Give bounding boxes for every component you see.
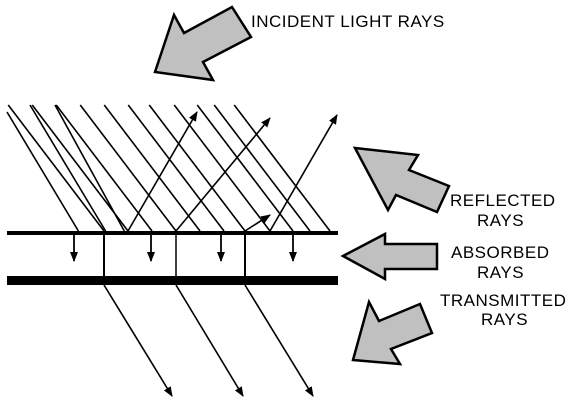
transmitted-label-line1: TRANSMITTED [440, 291, 566, 310]
incident-ray [233, 104, 331, 232]
reflected-ray [244, 214, 271, 232]
absorbed-label-line1: ABSORBED [451, 243, 549, 262]
incident-ray [79, 104, 177, 232]
transmitted-rays [103, 284, 314, 397]
top-surface-line [7, 231, 338, 235]
incident-ray [196, 104, 294, 232]
absorbed-rays [70, 235, 297, 262]
transmitted-ray [103, 284, 173, 397]
reflected-ray [269, 114, 338, 232]
reflected-block-arrow-icon [352, 146, 451, 214]
reflected-label-line1: REFLECTED [450, 191, 556, 210]
reflected-ray [127, 111, 198, 232]
reflected-label-line2: RAYS [477, 211, 524, 230]
incident-ray [6, 111, 80, 232]
transmitted-ray [244, 284, 314, 397]
incident-ray [29, 104, 107, 232]
incident-ray [7, 104, 105, 232]
transmitted-ray [175, 284, 244, 397]
medium-surface [7, 231, 338, 285]
incident-ray [213, 104, 311, 232]
incident-ray [54, 104, 126, 232]
transmitted-label-line2: RAYS [481, 310, 528, 329]
absorbed-label-line2: RAYS [477, 263, 524, 282]
reflected-ray [175, 117, 271, 232]
incident-ray [55, 104, 153, 232]
transmitted-block-arrow-icon [351, 298, 434, 366]
incident-ray [127, 104, 225, 232]
reflected-rays [127, 111, 338, 232]
incident-ray [148, 104, 246, 232]
incident-ray [173, 104, 271, 232]
incident-ray [103, 104, 201, 232]
absorbed-block-arrow-icon [340, 231, 439, 282]
incident-rays [6, 104, 331, 232]
bottom-surface-line [7, 276, 338, 285]
incident-block-arrow-icon [153, 5, 253, 82]
incident-label: INCIDENT LIGHT RAYS [251, 12, 445, 31]
